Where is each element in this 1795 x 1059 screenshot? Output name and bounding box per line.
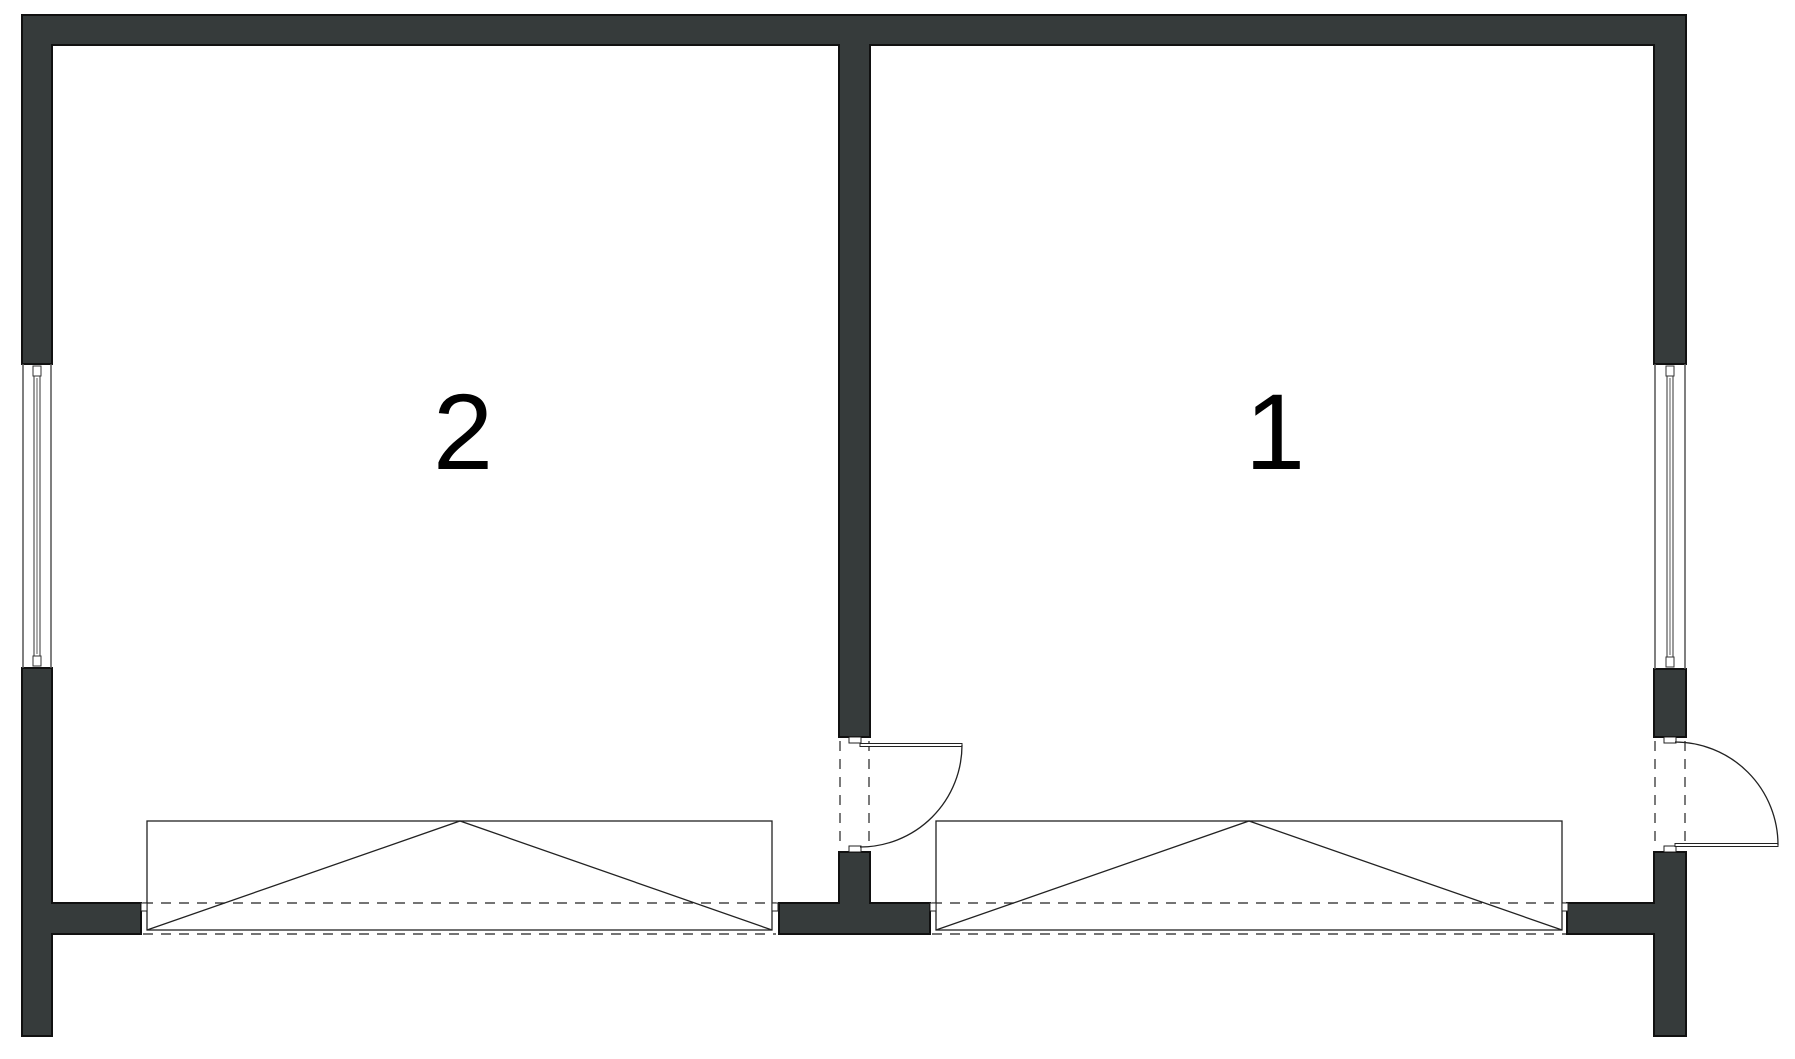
wall-fill <box>23 669 51 1035</box>
wall-fill <box>1568 904 1685 933</box>
room-label-2: 2 <box>432 371 494 492</box>
room-label-1: 1 <box>1244 371 1306 492</box>
swing-door-interior <box>839 736 963 853</box>
door-leaf <box>859 743 963 747</box>
garage-door <box>140 820 779 935</box>
wall-fill <box>780 904 929 933</box>
wall-fill <box>1655 670 1685 736</box>
garage-door-swing-lines <box>935 820 1563 931</box>
walls <box>21 14 1687 1037</box>
window <box>22 364 52 668</box>
garage-door-frame <box>935 820 1563 931</box>
windows <box>22 364 1686 669</box>
door-leaf <box>1674 843 1779 847</box>
swing-doors <box>839 736 1779 853</box>
wall-fill <box>840 16 869 736</box>
garage-doors <box>140 820 1569 935</box>
wall-fill <box>23 16 51 363</box>
wall-fill <box>1655 853 1685 1035</box>
door-swing-arc <box>859 744 963 848</box>
swing-door-exterior <box>1654 736 1779 853</box>
wall-fill <box>23 904 140 933</box>
garage-door <box>929 820 1569 935</box>
garage-door-swing-lines <box>146 820 773 931</box>
wall-fill <box>1655 16 1685 363</box>
door-swing-arc <box>1674 741 1779 846</box>
window <box>1654 364 1686 669</box>
garage-door-frame <box>146 820 773 931</box>
